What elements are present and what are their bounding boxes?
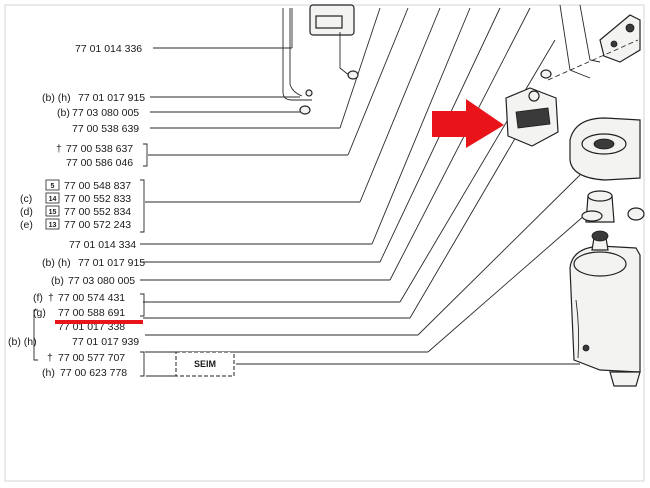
label-l5: 77 00 538 637 <box>66 143 133 155</box>
label-l19-prefix: (h) <box>42 367 55 379</box>
gland-nut-drawing <box>581 190 645 223</box>
label-l1: 77 01 014 336 <box>75 43 142 55</box>
label-l15-prefix: (g) <box>33 307 46 319</box>
label-l10-box: 13 <box>49 222 57 229</box>
label-l8: 77 00 552 833 <box>64 193 131 205</box>
part-drawings <box>282 4 645 387</box>
label-l18: 77 00 577 707 <box>58 352 125 364</box>
label-l10: 77 00 572 243 <box>64 219 131 231</box>
label-l8-prefix: (c) <box>20 193 32 205</box>
label-l12-prefix: (b) (h) <box>42 257 71 269</box>
label-l8-box: 14 <box>49 196 57 203</box>
highlight-underline <box>55 320 143 324</box>
label-l12: 77 01 017 915 <box>78 257 145 269</box>
label-l17: 77 01 017 939 <box>72 336 139 348</box>
contact-breaker-drawing <box>282 4 359 115</box>
label-l18-mark: † <box>47 352 53 364</box>
label-l2-prefix: (b) (h) <box>42 92 71 104</box>
label-l3-prefix: (b) <box>57 107 70 119</box>
label-l11: 77 01 014 334 <box>69 239 136 251</box>
label-l5-mark: † <box>56 143 62 155</box>
label-l10-prefix: (e) <box>20 219 33 231</box>
red-arrow-icon <box>432 99 504 148</box>
bracket-drawing <box>547 4 641 81</box>
label-l9-prefix: (d) <box>20 206 33 218</box>
leader-lines <box>140 7 586 377</box>
label-l7: 77 00 548 837 <box>64 180 131 192</box>
seim-box: SEIM <box>175 351 235 377</box>
ignition-coil-drawing <box>569 230 641 387</box>
label-l2: 77 01 017 915 <box>78 92 145 104</box>
label-l9: 77 00 552 834 <box>64 206 131 218</box>
seim-label: SEIM <box>194 359 216 369</box>
label-l14-mark: † <box>48 292 54 304</box>
coil-cap-drawing <box>569 117 641 181</box>
page-border <box>4 4 645 482</box>
label-l4: 77 00 538 639 <box>72 123 139 135</box>
label-l17-side: (b) (h) <box>8 336 37 348</box>
label-l14-prefix: (f) <box>33 292 43 304</box>
label-brackets <box>33 143 148 377</box>
label-l3: 77 03 080 005 <box>72 107 139 119</box>
label-l7-box: 5 <box>51 183 55 190</box>
label-l19: 77 00 623 778 <box>60 367 127 379</box>
label-l9-box: 15 <box>49 209 57 216</box>
label-l15: 77 00 588 691 <box>58 307 125 319</box>
label-l13-prefix: (b) <box>51 275 64 287</box>
label-l14: 77 00 574 431 <box>58 292 125 304</box>
label-l6: 77 00 586 046 <box>66 157 133 169</box>
rotor-part-drawing <box>505 69 559 147</box>
label-l13: 77 03 080 005 <box>68 275 135 287</box>
